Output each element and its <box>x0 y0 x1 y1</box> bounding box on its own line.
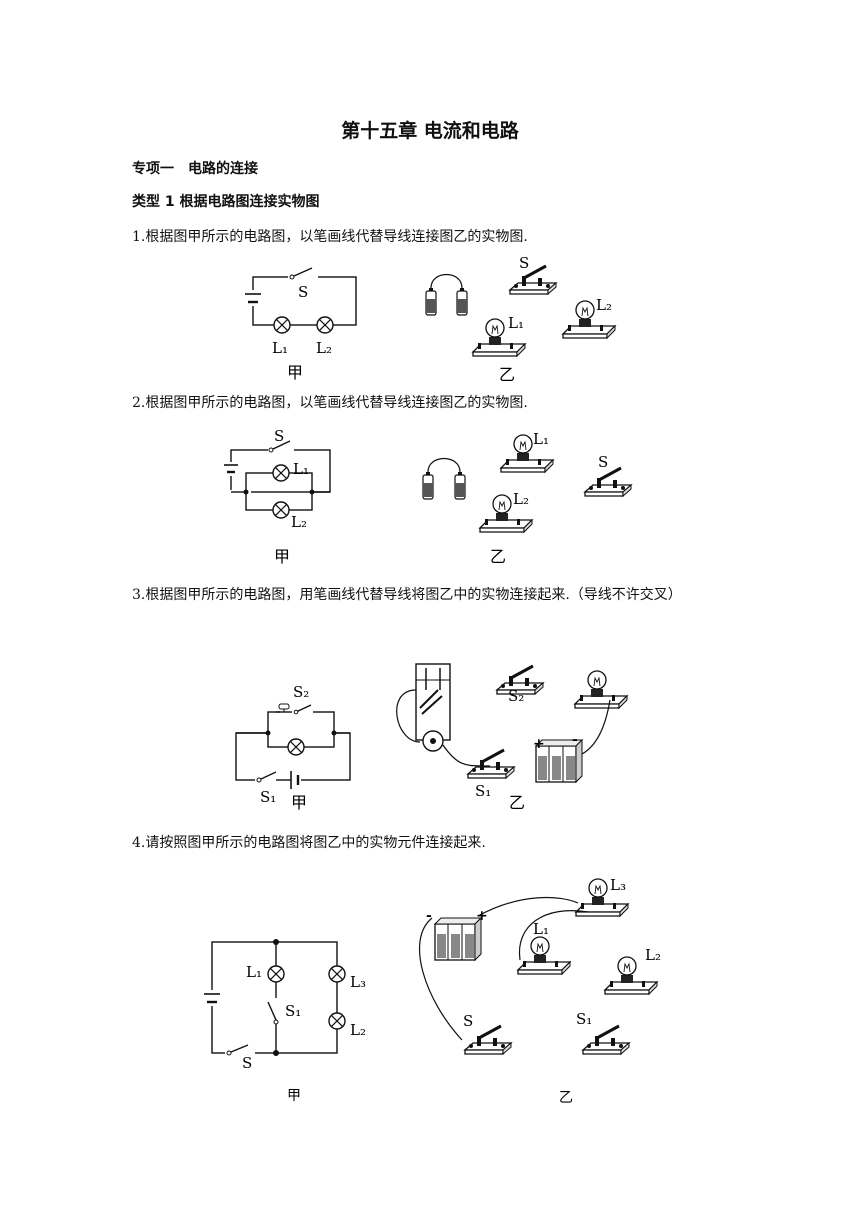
q2-real-label-l1: L₁ <box>533 430 549 448</box>
q1-real-components <box>425 264 616 357</box>
q4-label-s1: S₁ <box>285 1002 301 1020</box>
q3-real-label-plus: + <box>533 736 545 752</box>
q4-real-label-s1: S₁ <box>576 1010 592 1028</box>
question-3-text: 3.根据图甲所示的电路图，用笔画线代替导线将图乙中的实物连接起来.（导线不许交叉… <box>132 587 682 603</box>
q4-real-label-l1: L₁ <box>533 920 549 938</box>
q1-label-s: S <box>298 283 308 301</box>
q1-real-label-l2: L₂ <box>596 296 612 314</box>
q2-circuit-diagram <box>224 440 331 519</box>
q4-real-label-l2: L₂ <box>645 946 661 964</box>
q1-label-l1: L₁ <box>272 339 288 357</box>
q4-real-label-plus: + <box>476 908 488 924</box>
q3-circuit-diagram <box>235 703 351 789</box>
q3-real-label-s2: S₂ <box>508 687 524 705</box>
q3-real-label-minus: - <box>572 732 578 748</box>
q2-real-label-l2: L₂ <box>513 490 529 508</box>
q4-caption-jia: 甲 <box>287 1088 301 1104</box>
q1-circuit-diagram <box>245 267 357 334</box>
q4-real-label-s: S <box>463 1012 473 1030</box>
q4-circuit-diagram <box>204 939 346 1058</box>
q2-real-label-s: S <box>598 453 608 471</box>
q1-caption-yi: 乙 <box>499 365 515 384</box>
q2-caption-yi: 乙 <box>490 547 506 566</box>
question-1-text: 1.根据图甲所示的电路图，以笔画线代替导线连接图乙的实物图. <box>132 229 528 245</box>
q3-caption-yi: 乙 <box>509 793 525 812</box>
q4-label-l1: L₁ <box>246 963 262 981</box>
q4-label-l3: L₃ <box>350 973 366 991</box>
q3-label-s1: S₁ <box>260 788 276 806</box>
type-heading: 类型 1 根据电路图连接实物图 <box>132 194 320 210</box>
q1-label-l2: L₂ <box>316 339 332 357</box>
question-2-text: 2.根据图甲所示的电路图，以笔画线代替导线连接图乙的实物图. <box>132 395 528 411</box>
q1-caption-jia: 甲 <box>287 363 303 382</box>
q4-label-l2: L₂ <box>350 1021 366 1039</box>
section-heading: 专项一 电路的连接 <box>132 161 258 177</box>
q2-label-l2: L₂ <box>291 513 307 531</box>
q1-real-label-s: S <box>519 254 529 272</box>
q1-real-label-l1: L₁ <box>508 314 524 332</box>
q2-label-l1: L₁ <box>293 460 309 478</box>
q3-caption-jia: 甲 <box>291 793 307 812</box>
q3-label-s2: S₂ <box>293 683 309 701</box>
q2-caption-jia: 甲 <box>274 547 290 566</box>
q2-label-s: S <box>274 427 284 445</box>
q4-real-components <box>418 878 658 1056</box>
q2-real-components <box>422 434 633 533</box>
q4-label-s: S <box>242 1054 252 1072</box>
page-title: 第十五章 电流和电路 <box>341 120 519 142</box>
question-4-text: 4.请按照图甲所示的电路图将图乙中的实物元件连接起来. <box>132 835 486 851</box>
q4-caption-yi: 乙 <box>559 1090 573 1106</box>
q4-real-label-minus: - <box>426 908 432 924</box>
q3-real-label-s1: S₁ <box>475 782 491 800</box>
q4-real-label-l3: L₃ <box>610 876 626 894</box>
q3-real-components <box>396 663 628 783</box>
